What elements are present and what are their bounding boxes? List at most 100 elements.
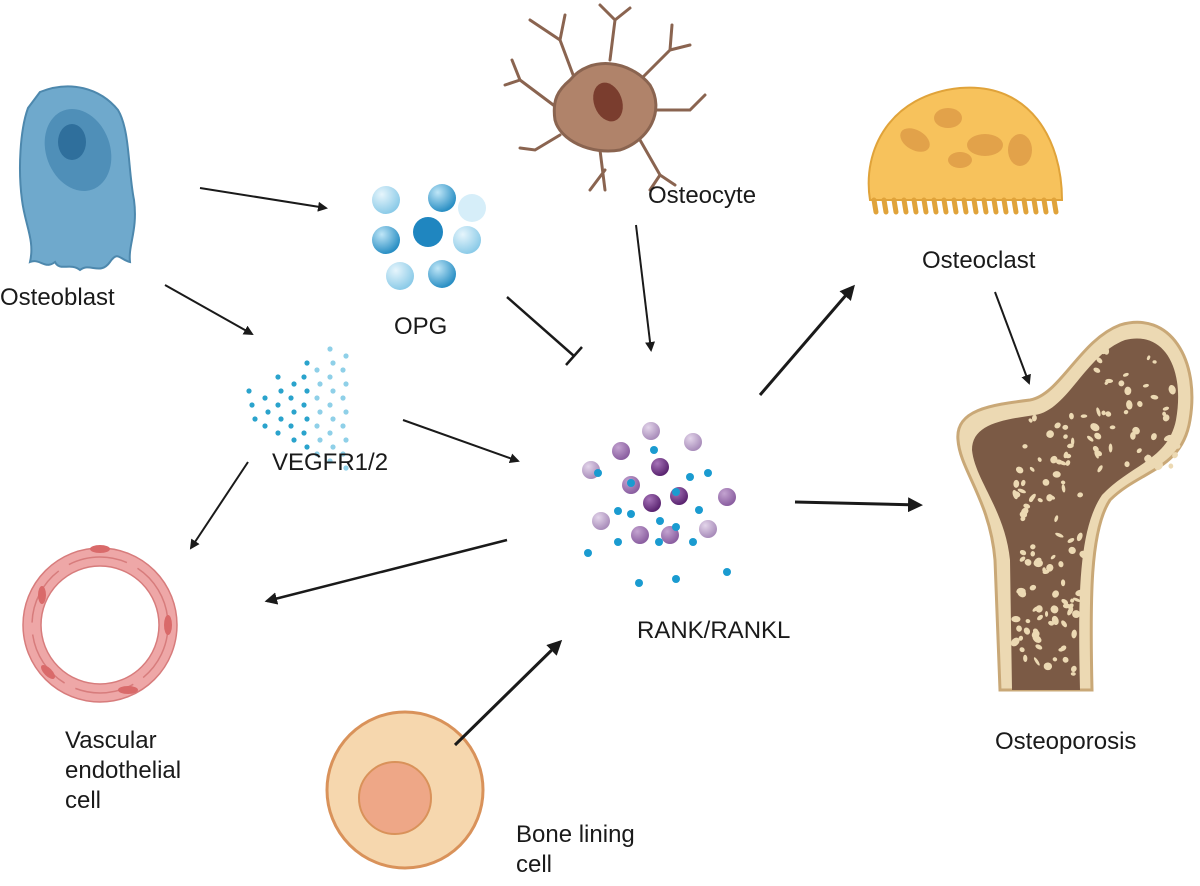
trabecula [1021, 507, 1029, 515]
osteoblast-cell-icon [19, 85, 136, 272]
trabecula [1124, 386, 1132, 396]
trabecula [1075, 589, 1085, 597]
vegfr-dot [343, 409, 349, 415]
trabecula [1019, 556, 1026, 562]
rankl-particle [672, 523, 680, 531]
vegfr-dot [317, 381, 323, 387]
rankl-particle [614, 538, 622, 546]
trabecula [1070, 672, 1076, 676]
trabecula [1054, 515, 1059, 523]
trabecula [1058, 561, 1064, 568]
trabecula [1163, 434, 1173, 442]
trabecula [1062, 656, 1069, 663]
trabecula [1019, 647, 1025, 653]
trabecula [1017, 488, 1026, 494]
vegfr-dot [330, 416, 336, 422]
trabecula [1101, 410, 1106, 416]
trabecula [1142, 383, 1149, 388]
trabecula [1064, 453, 1072, 459]
trabecula [1092, 445, 1099, 453]
trabecula [1052, 590, 1059, 598]
rank-particle [684, 433, 702, 451]
trabecula [1029, 496, 1034, 503]
trabecula [1050, 554, 1056, 560]
vegfr-dot [301, 402, 307, 408]
trabecula [1100, 345, 1106, 352]
trabecula [1037, 614, 1043, 621]
opg-molecules-icon [372, 184, 486, 290]
trabecula [1104, 381, 1109, 385]
vegfr-dot [327, 458, 333, 464]
rank-particle [642, 422, 660, 440]
rankl-particle [723, 568, 731, 576]
trabecula [1043, 399, 1049, 405]
vegfr-dot [340, 367, 346, 373]
trabecula [1050, 455, 1058, 464]
vegfr-particles-icon [246, 346, 349, 471]
trabecula [1022, 444, 1028, 449]
trabecula [1077, 492, 1084, 498]
trabecula [1033, 559, 1043, 568]
trabecula [1042, 479, 1050, 486]
vegfr-dot [288, 395, 294, 401]
trabecula [1044, 611, 1049, 617]
rank-particle [631, 526, 649, 544]
vegfr-dot [314, 423, 320, 429]
rankl-particle [704, 469, 712, 477]
trabecula [1010, 637, 1020, 647]
label-vegfr: VEGFR1/2 [272, 449, 389, 476]
trabecula [1150, 433, 1157, 441]
trabecula [1013, 479, 1020, 488]
trabecula [1037, 457, 1042, 462]
vegfr-dot [249, 402, 255, 408]
vegfr-dot [340, 395, 346, 401]
vegfr-dot [291, 437, 297, 443]
vegfr-dot [327, 374, 333, 380]
label-line: cell [516, 851, 553, 878]
vegfr-dot [291, 381, 297, 387]
trabecula [1035, 644, 1043, 650]
rankl-particle [650, 446, 658, 454]
trabecula [1076, 532, 1083, 542]
trabecula [1031, 630, 1040, 639]
trabecula [1050, 605, 1059, 614]
trabecula [1046, 563, 1054, 572]
vegfr-dot [304, 444, 310, 450]
arrow-osteoblast-to-opg [199, 187, 328, 212]
vegfr-dot [278, 416, 284, 422]
trabecula [1012, 489, 1018, 500]
label-line: Vascular [65, 727, 157, 754]
label-opg: OPG [394, 313, 448, 340]
arrow-bone-lining-to-rank [453, 639, 563, 747]
trabecula [1069, 412, 1074, 420]
trabecula [1023, 503, 1031, 509]
vegfr-dot [327, 430, 333, 436]
arrow-rank-to-osteoclast [758, 284, 855, 396]
label-line: Bone lining [516, 821, 635, 848]
trabecula [1097, 465, 1103, 473]
trabecula [1060, 480, 1066, 485]
vegfr-dot [314, 367, 320, 373]
trabecula [1058, 647, 1064, 652]
vegfr-dot [343, 381, 349, 387]
trabecula [1031, 414, 1037, 422]
rank-particle [699, 520, 717, 538]
rank-particle [651, 458, 669, 476]
rankl-particle [672, 488, 680, 496]
trabecula [1079, 550, 1090, 559]
rankl-particle [635, 579, 643, 587]
trabecula [1067, 606, 1074, 616]
label-osteocyte: Osteocyte [648, 182, 757, 209]
trabecula [1150, 394, 1159, 400]
osteoclast-cell-icon [867, 86, 1064, 215]
trabecula [1168, 463, 1174, 469]
rankl-particle [627, 510, 635, 518]
rankl-particle [695, 506, 703, 514]
trabecula [1144, 455, 1153, 463]
trabecula [1037, 498, 1043, 503]
trabecula [1096, 407, 1101, 417]
trabecula [1146, 355, 1151, 361]
trabecula [1154, 461, 1164, 471]
vegfr-dot [330, 388, 336, 394]
